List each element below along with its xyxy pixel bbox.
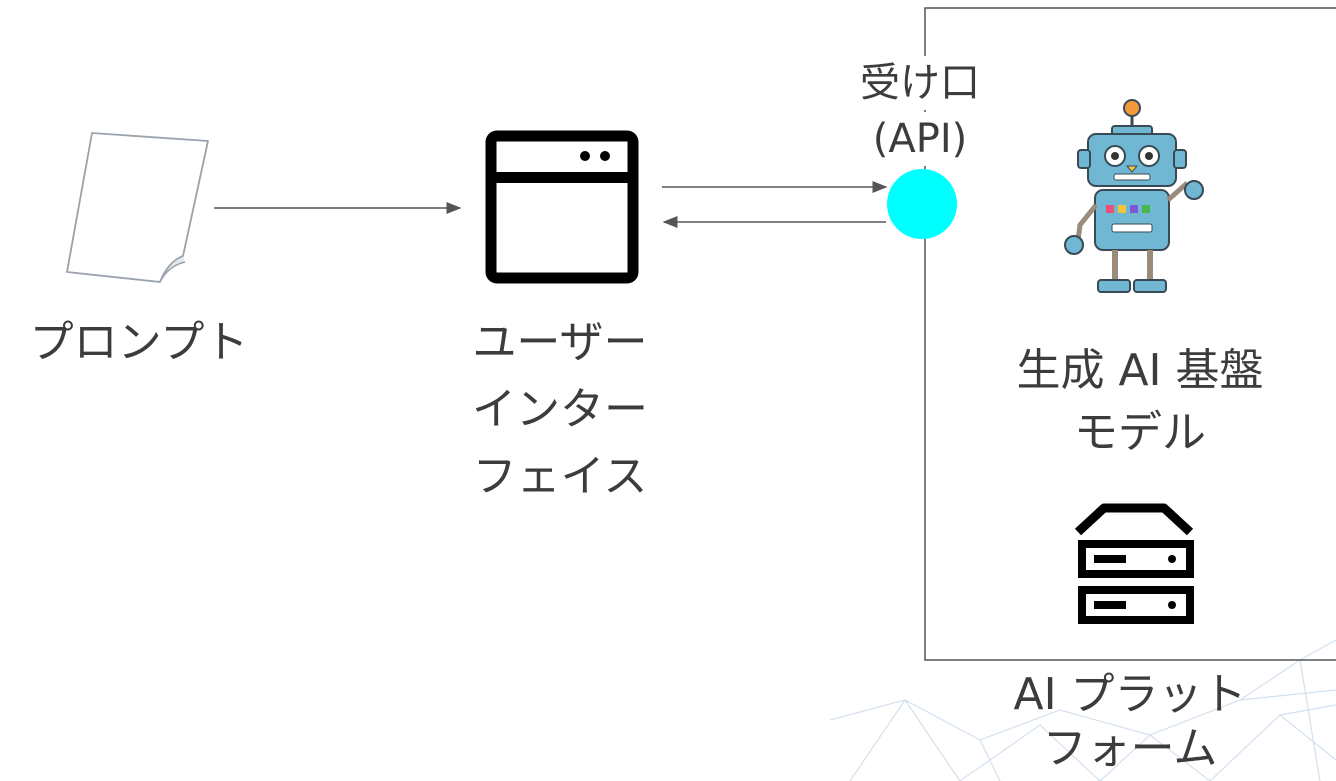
- api-label-line2: (API): [820, 112, 1020, 166]
- ui-label-line3: フェイス: [472, 451, 648, 502]
- model-label-line1: 生成 AI 基盤: [1016, 345, 1264, 396]
- platform-label-line2: フォーム: [1042, 723, 1218, 774]
- prompt-label: プロンプト: [29, 317, 249, 368]
- document-icon: [66, 132, 209, 283]
- ui-label-line1: ユーザー: [472, 317, 648, 368]
- api-node: [887, 169, 957, 239]
- model-label-line2: モデル: [1074, 407, 1206, 458]
- api-label-line1: 受け口: [820, 56, 1020, 110]
- robot-icon: [1064, 99, 1204, 293]
- browser-window-icon: [485, 130, 639, 284]
- platform-label-line1: AI プラット: [1013, 669, 1247, 720]
- platform-boundary: [924, 7, 1336, 661]
- ui-label-line2: インター: [472, 384, 648, 435]
- server-icon: [1074, 503, 1194, 624]
